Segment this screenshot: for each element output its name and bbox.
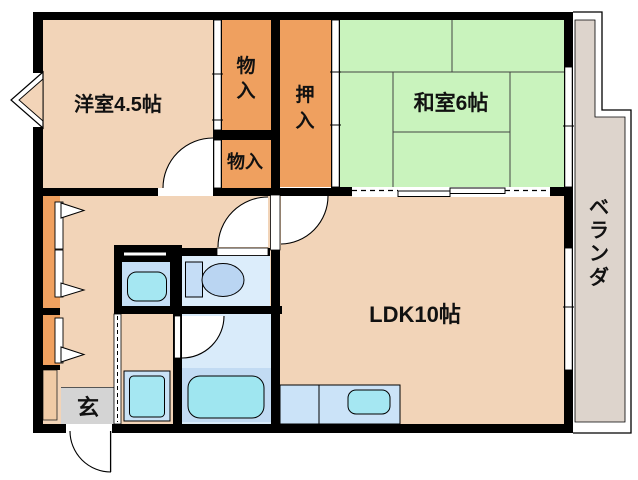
bathroom-door-swing xyxy=(182,316,224,358)
japanese-ldk-sliding-door xyxy=(352,187,550,197)
wall-openings xyxy=(66,188,281,433)
storage-upper-sliding-door xyxy=(213,19,222,131)
japanese-room-label: 和室6帖 xyxy=(414,91,489,115)
entrance-doorway xyxy=(66,424,112,433)
veranda-label-char3: ン xyxy=(589,243,609,265)
bay-window xyxy=(10,70,44,130)
genkan-label: 玄 xyxy=(77,395,99,420)
toilet-room xyxy=(182,256,270,306)
laundry-space xyxy=(123,370,171,422)
laundry-accordion-door xyxy=(113,313,122,425)
door-swings xyxy=(69,137,329,473)
room-labels: 洋室4.5帖 和室6帖 LDK10帖 物 入 物入 押 入 玄 xyxy=(74,54,488,420)
ldk-label: LDK10帖 xyxy=(369,302,461,327)
shoe-cabinet xyxy=(42,369,58,421)
sliding-door-panel-left xyxy=(397,190,451,197)
veranda-floor xyxy=(574,19,626,423)
veranda-outline xyxy=(573,11,632,434)
kitchen-sink-icon xyxy=(347,389,391,415)
oshiire-label-char1: 押 xyxy=(295,83,314,106)
veranda-label-char1: ベ xyxy=(589,197,609,219)
genkan-floor xyxy=(61,387,115,424)
toilet-doorway xyxy=(216,247,269,256)
veranda: ベ ラ ン ダ xyxy=(573,11,632,434)
western-room-label: 洋室4.5帖 xyxy=(74,92,162,116)
toilet-door-swing xyxy=(218,197,268,247)
oshiire-fusuma xyxy=(331,19,340,188)
sliding-door-panel-right xyxy=(449,187,506,194)
oshiire-floor xyxy=(280,20,331,187)
ldk-doorway xyxy=(270,194,281,251)
ldk-window xyxy=(564,247,573,371)
western-room-door-leaf xyxy=(213,139,222,189)
bathtub-icon xyxy=(187,375,265,419)
washroom xyxy=(122,262,170,306)
bathroom-door-leaf xyxy=(174,315,181,359)
ldk-door-swing xyxy=(281,196,328,244)
genkan xyxy=(61,387,115,424)
washroom-doorway xyxy=(124,252,166,256)
western-room-door-swing xyxy=(163,138,213,188)
veranda-label-char2: ラ xyxy=(589,220,609,242)
oshiire-label-char2: 入 xyxy=(295,110,314,132)
closet-door-markers xyxy=(54,201,86,364)
tatami-lines xyxy=(340,20,564,187)
storage-upper-floor xyxy=(222,20,271,130)
storage-upper-label-char1: 物 xyxy=(236,54,255,77)
storage-upper-label-char2: 入 xyxy=(236,80,255,102)
toilet-bowl-icon xyxy=(201,263,245,297)
washbasin-icon xyxy=(127,271,167,302)
closet-door-triangle-1 xyxy=(60,202,86,219)
storage-lower-label: 物入 xyxy=(227,151,263,172)
japanese-room-window xyxy=(564,66,573,188)
kitchen xyxy=(279,384,401,425)
western-room-doorway xyxy=(158,188,213,196)
entry-door-swing xyxy=(69,430,112,473)
washing-machine-icon xyxy=(129,375,165,418)
closet-door-triangle-3 xyxy=(60,346,86,363)
bathroom xyxy=(182,314,271,424)
storage-lower-floor xyxy=(222,140,271,188)
toilet-tank-icon xyxy=(185,261,203,298)
sliders-and-windows xyxy=(113,19,574,425)
closet-door-triangle-2 xyxy=(60,282,86,298)
veranda-label-char4: ダ xyxy=(589,265,609,289)
